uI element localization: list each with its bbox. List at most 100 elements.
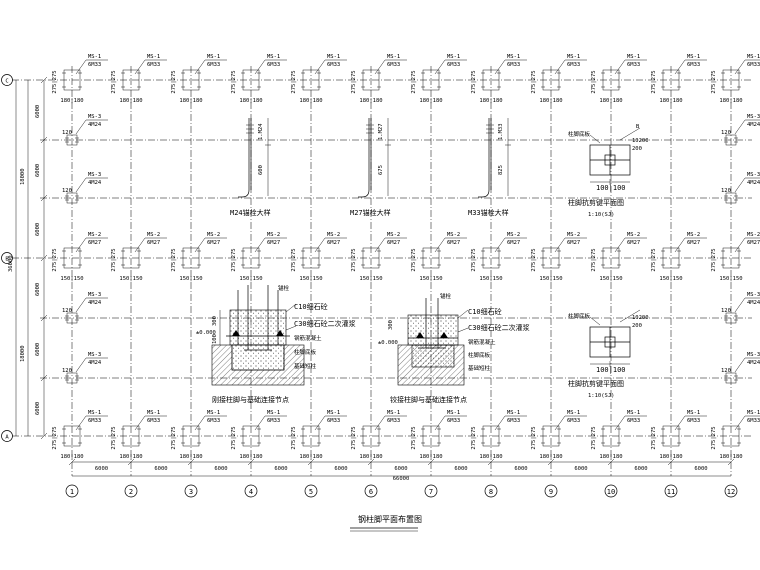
plate-tag: MS-1 (267, 410, 280, 416)
bolt-tag: 6M33 (507, 418, 520, 424)
axis-bubble-C (1, 74, 13, 86)
bolt-tag: 6M33 (447, 62, 460, 68)
plate-dim-horz: 150|150 (719, 276, 742, 282)
plate-tag: MS-1 (567, 54, 580, 60)
svg-text:600: 600 (258, 165, 264, 175)
bay-dim-11: 6000 (694, 466, 707, 472)
svg-text:1.M27: 1.M27 (378, 123, 384, 140)
base-plate-outline (242, 69, 260, 91)
plate-dim-horz: 180|180 (359, 98, 382, 104)
anchor-bolt-detail-m33: 1.M33 825 M33锚栓大样 (468, 118, 511, 217)
tag-leader (374, 59, 386, 75)
bolt-tag: 6M27 (567, 240, 580, 246)
tag-leader (734, 177, 746, 193)
axis-bubble-3 (184, 484, 198, 498)
axis-bubble-8 (484, 484, 498, 498)
axis-bubble-12 (724, 484, 738, 498)
bay-dim-7: 6000 (454, 466, 467, 472)
base-plate-outline (63, 69, 81, 91)
tag-leader (554, 237, 566, 253)
c10-label-2: C10细石砼 (468, 307, 502, 316)
tag-leader (734, 237, 746, 253)
bolt-tag: 6M27 (88, 240, 101, 246)
bolt-tag: 6M33 (627, 418, 640, 424)
tag-leader (374, 237, 386, 253)
tag-leader (314, 237, 326, 253)
bottom-tick (127, 458, 135, 466)
plate-dim-vert: 275|275 (291, 426, 297, 449)
bolt-tag: 6M33 (507, 62, 520, 68)
plate-dim-vert: 275|275 (471, 426, 477, 449)
shear-key-plan-1: 柱脚底板 10200 200 B 100|100 柱脚抗剪键平面图 1:10(S… (568, 124, 649, 218)
bay-dim-1: 6000 (95, 466, 108, 472)
base-plate-outline (722, 425, 740, 447)
tag-leader (194, 237, 206, 253)
bolt-tag: 6M33 (147, 418, 160, 424)
base-plate-outline (63, 247, 81, 269)
plate2-note: 10200 (632, 315, 649, 321)
tag-leader (614, 415, 626, 431)
plate-tag: MS-1 (267, 54, 280, 60)
axis-bubble-6 (364, 484, 378, 498)
base-plate-outline (242, 247, 260, 269)
base-plate-outline (122, 69, 140, 91)
bottom-tick (187, 458, 195, 466)
plate-dim-horz: 180|180 (60, 98, 83, 104)
base-plate-outline (602, 425, 620, 447)
plate-tag: MS-1 (747, 54, 760, 60)
bottom-tick (307, 458, 315, 466)
plate-dim-vert: 275|275 (52, 426, 58, 449)
plate-tag: MS-3 (747, 172, 760, 178)
plate-tag: MS-1 (207, 410, 220, 416)
bolt-tag: 6M33 (207, 418, 220, 424)
plate-tag: MS-2 (687, 232, 700, 238)
plate-dim-120: 120 (62, 308, 72, 314)
plate-dim-horz: 150|150 (419, 276, 442, 282)
bolt-tag: 6M33 (88, 418, 101, 424)
plate-tag: MS-1 (447, 54, 460, 60)
tag-leader (134, 237, 146, 253)
plate-dim-horz: 150|150 (359, 276, 382, 282)
bolt-tag: 6M27 (327, 240, 340, 246)
plate1-note: 10200 (632, 138, 649, 144)
bolt-tag: 4M24 (88, 360, 102, 366)
base-plate-outline (722, 69, 740, 91)
base-plate-outline (242, 425, 260, 447)
svg-text:825: 825 (498, 165, 504, 175)
axis-bubble-2 (124, 484, 138, 498)
base-plate-outline (182, 247, 200, 269)
bay-dim-6: 6000 (394, 466, 407, 472)
axis-label-B: B (5, 257, 9, 263)
svg-text:柱脚底板: 柱脚底板 (568, 130, 591, 138)
plate-tag: MS-2 (747, 232, 760, 238)
plate-dim-horz: 180|180 (299, 454, 322, 460)
tag-leader (75, 237, 87, 253)
svg-text:1.M24: 1.M24 (258, 123, 264, 140)
tag-leader (434, 59, 446, 75)
svg-text:1.M33: 1.M33 (498, 123, 504, 140)
base-plate-outline (182, 425, 200, 447)
bolt-tag: 6M27 (507, 240, 520, 246)
bolt-tag: 6M27 (267, 240, 280, 246)
plate-dim-120: 120 (721, 308, 731, 314)
tag-leader (374, 415, 386, 431)
plate-dim-horz: 150|150 (60, 276, 83, 282)
tag-leader (75, 415, 87, 431)
left-tick (40, 314, 48, 322)
plate1-label: 柱脚抗剪键平面图 (568, 198, 624, 207)
plate-dim-120: 120 (62, 188, 72, 194)
base-plate-outline (362, 69, 380, 91)
base-plate-outline (422, 69, 440, 91)
base-plate-outline (602, 69, 620, 91)
